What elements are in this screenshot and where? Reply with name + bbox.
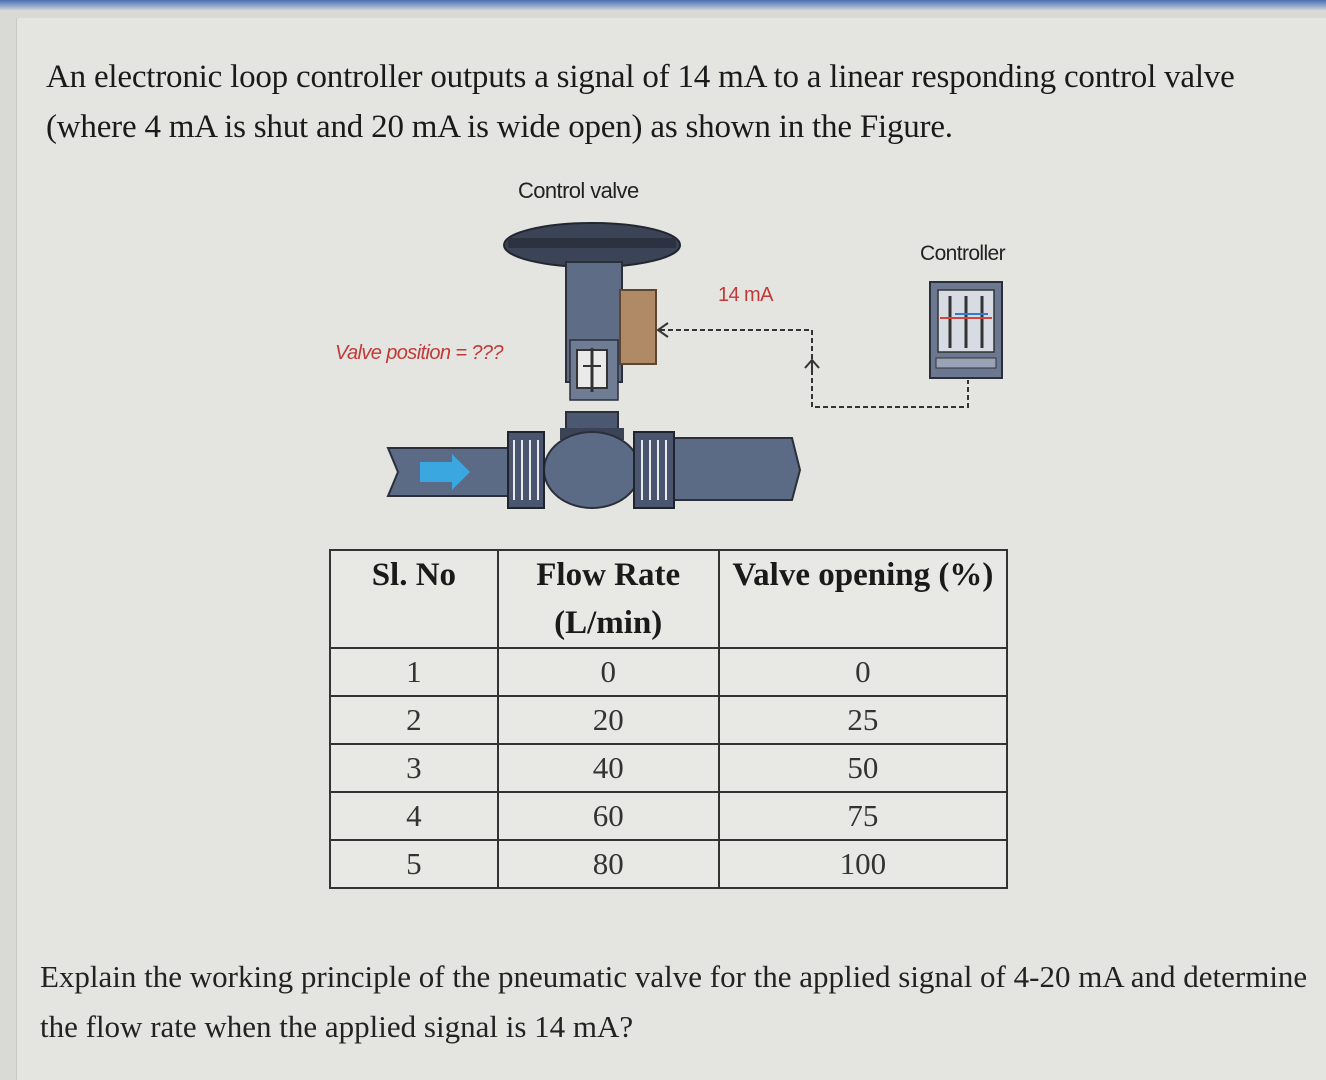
question-intro: An electronic loop controller outputs a … [46,59,1235,145]
positioner-box [619,289,657,365]
header-flow-rate: Flow Rate (L/min) [496,549,720,649]
control-valve-label: Control valve [518,178,639,203]
cell-valve-opening: 100 [717,839,1009,889]
table-row: 1 0 0 [329,647,1009,697]
outlet-flange [633,431,675,509]
header-sl-no: Sl. No [329,549,499,649]
cell-sl-no: 4 [329,791,499,841]
cell-valve-opening: 0 [717,647,1009,697]
controller-label: Controller [920,242,1006,265]
cell-valve-opening: 25 [717,695,1009,745]
cell-flow-rate: 20 [496,695,720,745]
cell-flow-rate: 40 [496,743,720,793]
question-prompt: Explain the working principle of the pne… [40,959,1308,1044]
cell-valve-opening: 50 [717,743,1009,793]
signal-label: 14 mA [718,284,773,306]
cell-sl-no: 5 [329,839,499,889]
header-valve-opening: Valve opening (%) [717,549,1009,649]
table-row: 2 20 25 [329,695,1009,745]
outlet-pipe [659,437,802,501]
cell-sl-no: 2 [329,695,499,745]
table-row: 5 80 100 [329,839,1009,889]
cell-valve-opening: 75 [717,791,1009,841]
flow-rate-table: Sl. No Flow Rate (L/min) Valve opening (… [329,549,1009,889]
cell-sl-no: 1 [329,647,499,697]
flow-arrow-icon [420,454,470,490]
valve-body [543,431,641,509]
control-valve-diagram [386,222,1003,509]
window-top-band [0,0,1326,10]
valve-position-label: Valve position = ??? [335,342,504,364]
signal-wire [660,329,969,408]
cell-flow-rate: 0 [496,647,720,697]
signal-arrow-head [656,322,669,338]
cell-flow-rate: 60 [496,791,720,841]
table-row: 4 60 75 [329,791,1009,841]
table-row: 3 40 50 [329,743,1009,793]
table-header-row: Sl. No Flow Rate (L/min) Valve opening (… [329,549,1009,649]
cell-sl-no: 3 [329,743,499,793]
cell-flow-rate: 80 [496,839,720,889]
